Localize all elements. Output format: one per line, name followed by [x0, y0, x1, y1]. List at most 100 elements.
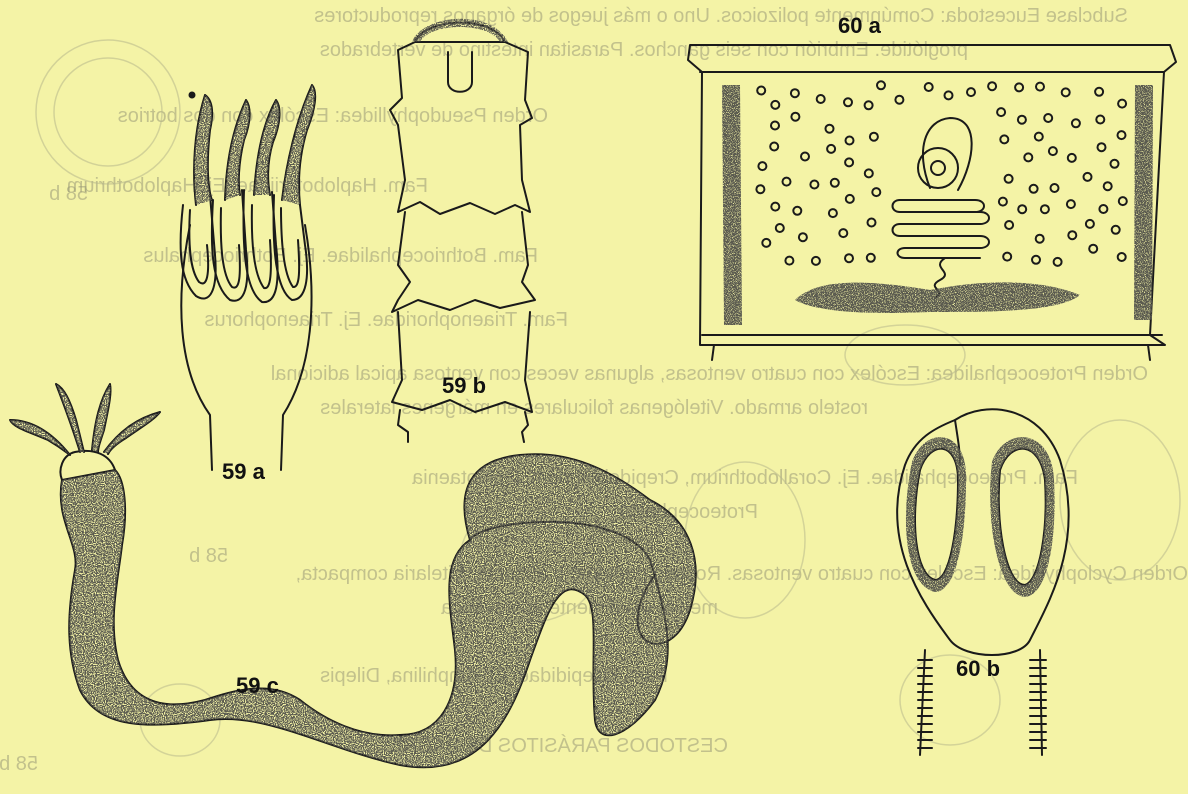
testis-ring [1068, 231, 1076, 239]
testis-ring [770, 143, 778, 151]
testis-ring [1000, 135, 1008, 143]
ink-dot [190, 93, 195, 98]
coil-60a [893, 200, 990, 258]
label-60b: 60 b [956, 656, 1000, 682]
testis-ring [1089, 245, 1097, 253]
testis-ring [1054, 258, 1062, 266]
scolex-59a-loop [221, 208, 240, 288]
testis-ring [1030, 185, 1038, 193]
testis-ring [1096, 116, 1104, 124]
testis-ring [839, 229, 847, 237]
strobila-59b-outline [390, 42, 532, 214]
testis-ring [1005, 221, 1013, 229]
testis-ring [846, 137, 854, 145]
testis-ring [812, 257, 820, 265]
testis-ring [791, 89, 799, 97]
testis-ring [762, 239, 770, 247]
testis-ring [801, 153, 809, 161]
testis-ring [1118, 253, 1126, 261]
testis-ring [799, 233, 807, 241]
scolex-59a-loop [243, 190, 277, 302]
testis-ring [757, 87, 765, 95]
testis-ring [1044, 114, 1052, 122]
testis-ring [945, 91, 953, 99]
tentacle-59a-stipple [282, 85, 315, 205]
testis-ring [967, 88, 975, 96]
testis-ring [771, 203, 779, 211]
testis-ring [867, 254, 875, 262]
testis-ring [791, 113, 799, 121]
testis-ring [1104, 182, 1112, 190]
testis-ring [845, 158, 853, 166]
testis-ring [1036, 235, 1044, 243]
testis-ring [925, 83, 933, 91]
vitellarium-60a-bottom [795, 282, 1080, 313]
uterus-60a [923, 118, 972, 190]
testis-ring [1111, 160, 1119, 168]
testis-ring [997, 108, 1005, 116]
testis-ring [776, 224, 784, 232]
testis-ring [870, 133, 878, 141]
testis-ring [1084, 173, 1092, 181]
testis-ring [827, 145, 835, 153]
testis-ring [793, 207, 801, 215]
testis-ring [1051, 184, 1059, 192]
testis-ring [1086, 220, 1094, 228]
testis-ring [845, 254, 853, 262]
testis-ring [810, 181, 818, 189]
testis-ring [1119, 197, 1127, 205]
label-60a: 60 a [838, 13, 881, 39]
testis-ring [1099, 205, 1107, 213]
tentacle-59a-stipple [254, 100, 280, 195]
scolex-59b-bristles [412, 19, 508, 42]
testis-ring [1032, 256, 1040, 264]
testis-ring [865, 101, 873, 109]
proglottid-59b [392, 212, 535, 312]
scolex-59b-groove [448, 52, 472, 92]
vitelline-60a-right [1134, 85, 1153, 320]
testis-ring [785, 257, 793, 265]
testis-ring [1118, 131, 1126, 139]
label-59a: 59 a [222, 459, 265, 485]
scolex-59a-loop [252, 205, 271, 288]
testis-ring [1041, 205, 1049, 213]
vitelline-60a-left [722, 85, 742, 325]
testis-ring [877, 81, 885, 89]
testis-ring [1098, 143, 1106, 151]
testis-ring [988, 82, 996, 90]
testis-ring [1049, 147, 1057, 155]
testis-ring [771, 101, 779, 109]
scolex-59a-loop [189, 210, 208, 283]
proglottid-59b [398, 410, 528, 442]
testis-ring [999, 198, 1007, 206]
ovary-60a-nucleus [931, 161, 945, 175]
testis-ring [756, 185, 764, 193]
tentacle-59c-stipple [56, 384, 84, 452]
testis-ring [1068, 154, 1076, 162]
proglottid-60a-edge [700, 72, 1164, 360]
testis-ring [1095, 88, 1103, 96]
testis-ring [895, 96, 903, 104]
testis-ring [844, 98, 852, 106]
testis-ring [865, 169, 873, 177]
testis-ring [1005, 175, 1013, 183]
testis-ring [1036, 83, 1044, 91]
bothrium-60b-left-stipple [906, 437, 966, 592]
testis-ring [1118, 100, 1126, 108]
label-59b: 59 b [442, 373, 486, 399]
testis-ring [868, 219, 876, 227]
testis-ring [831, 179, 839, 187]
testis-ring [758, 162, 766, 170]
label-59c: 59 c [236, 673, 279, 699]
testis-ring [771, 122, 779, 130]
testis-ring [829, 209, 837, 217]
testis-ring [846, 195, 854, 203]
testis-ring [1024, 153, 1032, 161]
testis-ring [1067, 200, 1075, 208]
testis-ring [1003, 253, 1011, 261]
testis-ring [1018, 116, 1026, 124]
testis-ring [826, 125, 834, 133]
testis-ring [1035, 133, 1043, 141]
